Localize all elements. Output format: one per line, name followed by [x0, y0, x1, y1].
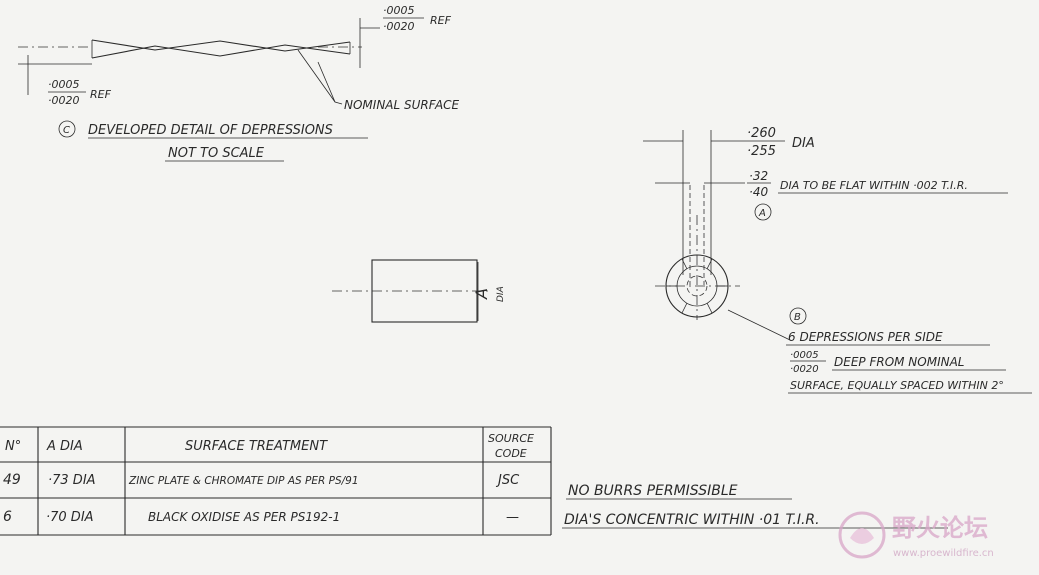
dia-lower: ·255	[747, 144, 776, 159]
note-burrs: NO BURRS PERMISSIBLE	[568, 483, 738, 499]
callout-circle-a	[754, 203, 772, 221]
parts-table: N° A DIA SURFACE TREATMENT SOURCE CODE 4…	[0, 426, 552, 536]
top-tol-lower: ·0020	[383, 20, 415, 33]
left-tol-upper: ·0005	[48, 78, 80, 91]
detail-c-title: DEVELOPED DETAIL OF DEPRESSIONS	[88, 123, 333, 138]
flat-note: DIA TO BE FLAT WITHIN ·002 T.I.R.	[780, 179, 968, 192]
left-tol-lower: ·0020	[48, 94, 80, 107]
row2-no: 6	[3, 509, 12, 525]
nominal-leader-1	[297, 49, 343, 105]
header-a-dia: A DIA	[46, 439, 83, 454]
general-notes: NO BURRS PERMISSIBLE DIA'S CONCENTRIC WI…	[562, 483, 948, 529]
depression-profile-bottom	[91, 44, 351, 59]
nominal-leader-2	[317, 61, 336, 103]
depression-leader	[727, 309, 791, 341]
watermark: 野火论坛 www.proewildfire.cn	[838, 511, 994, 559]
callout-b: B	[794, 312, 801, 323]
inner-circle	[686, 275, 708, 297]
detail-c-subtitle: NOT TO SCALE	[168, 146, 265, 161]
top-tol-upper: ·0005	[383, 4, 415, 17]
a-dia-letter: A	[472, 288, 491, 300]
note-concentric: DIA'S CONCENTRIC WITHIN ·01 T.I.R.	[564, 512, 820, 528]
row1-code: JSC	[495, 473, 520, 488]
depr-tol-upper: ·0005	[790, 350, 819, 361]
row2-dia: ·70 DIA	[46, 510, 94, 525]
watermark-logo-icon	[838, 511, 886, 559]
header-code: CODE	[495, 447, 527, 460]
row1-treatment: ZINC PLATE & CHROMATE DIP AS PER PS/91	[128, 475, 359, 487]
side-view: A DIA	[332, 259, 506, 323]
row1-dia: ·73 DIA	[48, 473, 96, 488]
depression-ticks	[666, 258, 728, 314]
dia-label: DIA	[792, 136, 815, 151]
watermark-url: www.proewildfire.cn	[893, 548, 994, 559]
flat-lower: ·40	[749, 185, 768, 199]
row2-code: —	[506, 510, 519, 525]
depressions-line3: SURFACE, EQUALLY SPACED WITHIN 2°	[790, 379, 1004, 392]
dia-upper: ·260	[747, 126, 776, 141]
depression-profile-top	[91, 39, 351, 52]
depr-tol-lower: ·0020	[790, 364, 819, 375]
callout-c: C	[63, 125, 70, 136]
watermark-logo-flame	[850, 528, 874, 544]
detail-c-developed-view: ·0005 ·0020 REF ·0005 ·0020 REF NOMINAL …	[18, 4, 460, 162]
left-ref-label: REF	[90, 88, 112, 101]
watermark-brand: 野火论坛	[892, 514, 988, 542]
flat-upper: ·32	[749, 169, 768, 183]
depressions-line1: 6 DEPRESSIONS PER SIDE	[788, 330, 943, 344]
top-ref-label: REF	[430, 14, 452, 27]
end-view: ·260 ·255 DIA ·32 ·40 DIA TO BE FLAT WIT…	[643, 126, 1032, 394]
header-source: SOURCE	[488, 432, 534, 445]
header-no: N°	[5, 439, 21, 454]
header-surface-treatment: SURFACE TREATMENT	[185, 439, 328, 454]
callout-circle-b	[789, 307, 807, 325]
row1-no: 49	[3, 472, 21, 488]
nominal-surface-label: NOMINAL SURFACE	[344, 98, 460, 112]
callout-circle-c	[58, 120, 76, 138]
row2-treatment: BLACK OXIDISE AS PER PS192-1	[148, 510, 340, 524]
callout-a: A	[758, 208, 766, 219]
a-dia-suffix: DIA	[496, 286, 506, 302]
depressions-line2: DEEP FROM NOMINAL	[834, 355, 965, 369]
